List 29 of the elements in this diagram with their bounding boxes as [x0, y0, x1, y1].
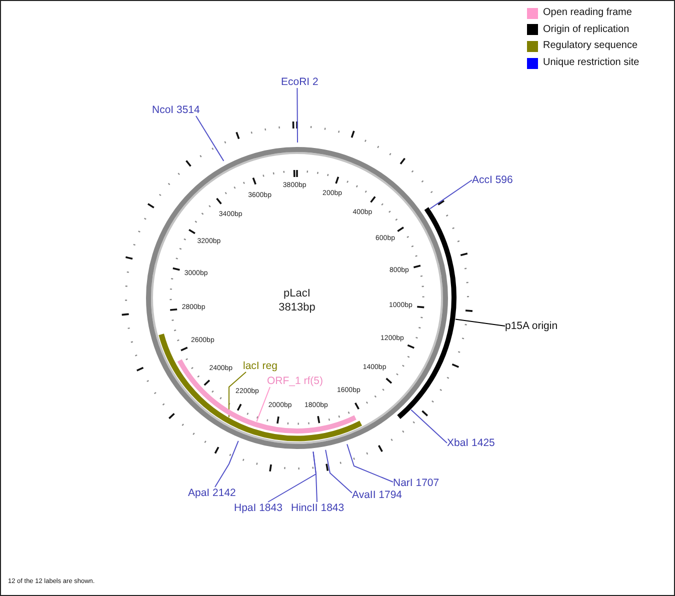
legend-label: Origin of replication: [543, 24, 630, 36]
feature-label: ORF_1 rf(5): [267, 375, 324, 387]
feature-label: p15A origin: [505, 320, 558, 332]
leader-line: [228, 372, 246, 418]
leader-line: [296, 88, 298, 143]
legend-label: Open reading frame: [543, 7, 632, 20]
leader-line: [430, 180, 472, 210]
feature-label: lacI reg: [243, 360, 278, 372]
site-label: NarI 1707: [393, 477, 440, 489]
legend-label: Regulatory sequence: [543, 40, 638, 52]
site-label: EcoRI 2: [281, 76, 318, 88]
site-label: HincII 1843: [291, 502, 344, 514]
site-label: NcoI 3514: [152, 104, 200, 116]
plasmid-size: 3813bp: [278, 302, 316, 314]
leader-line: [325, 449, 352, 494]
leader-line: [455, 318, 506, 326]
plasmid-name: pLacI: [284, 288, 310, 300]
site-label: HpaI 1843: [234, 502, 282, 514]
leader-line: [196, 116, 224, 162]
site-label: AccI 596: [472, 174, 513, 186]
site-label: XbaI 1425: [447, 437, 495, 449]
site-label: AvaII 1794: [352, 489, 402, 501]
leader-line: [312, 451, 318, 502]
legend-label: Unique restriction site: [543, 57, 640, 70]
site-label: ApaI 2142: [188, 487, 236, 499]
leader-line: [410, 409, 448, 444]
leader-line: [256, 386, 270, 422]
leader-line: [346, 444, 394, 482]
leader-line: [214, 440, 239, 488]
